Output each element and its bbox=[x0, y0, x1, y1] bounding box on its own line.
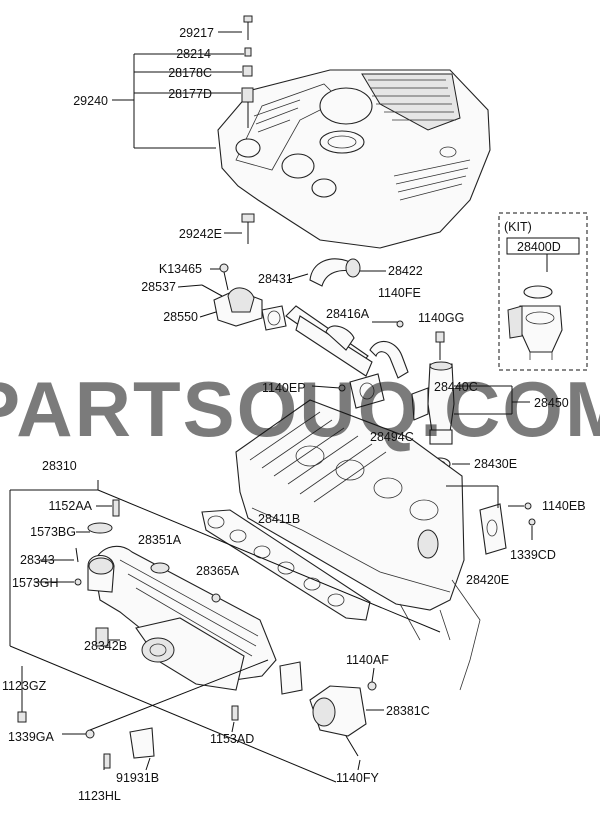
label-28351a: 28351A bbox=[138, 533, 182, 547]
label-29217: 29217 bbox=[179, 26, 214, 40]
label-1140gg: 1140GG bbox=[418, 311, 464, 325]
kit-title: (KIT) bbox=[504, 220, 532, 234]
label-28494c: 28494C bbox=[370, 430, 414, 444]
bracket-28420e bbox=[446, 485, 536, 555]
kit-part-number: 28400D bbox=[517, 240, 561, 254]
label-1573bg: 1573BG bbox=[30, 525, 76, 539]
label-k13465: K13465 bbox=[159, 262, 202, 276]
engine-head bbox=[235, 399, 481, 691]
label-1339ga: 1339GA bbox=[8, 730, 55, 744]
label-1140fy: 1140FY bbox=[336, 771, 380, 785]
label-28430e: 28430E bbox=[474, 457, 517, 471]
watermark: PARTSOUQ.COM bbox=[0, 365, 600, 453]
intake-gasket bbox=[201, 509, 371, 621]
label-29240: 29240 bbox=[73, 94, 108, 108]
throttle-body bbox=[279, 661, 384, 757]
egr-pipe-assembly bbox=[201, 258, 409, 409]
part-labels: 29217 28214 28178C 28177D 29240 29242E K… bbox=[2, 26, 586, 803]
label-1339cd: 1339CD bbox=[510, 548, 556, 562]
label-1140ep: 1140EP bbox=[262, 381, 306, 395]
cover-bolt-stack bbox=[241, 15, 255, 244]
label-1123gz: 1123GZ bbox=[2, 679, 47, 693]
label-1573gh: 1573GH bbox=[12, 576, 59, 590]
label-28450: 28450 bbox=[534, 396, 569, 410]
label-1123hl: 1123HL bbox=[78, 789, 121, 803]
label-28381c: 28381C bbox=[386, 704, 430, 718]
label-1153ad: 1153AD bbox=[210, 732, 254, 746]
label-29242e: 29242E bbox=[179, 227, 222, 241]
label-28416a: 28416A bbox=[326, 307, 370, 321]
label-28343: 28343 bbox=[20, 553, 55, 567]
label-28365a: 28365A bbox=[196, 564, 240, 578]
bracket-28450 bbox=[311, 384, 530, 415]
label-28550: 28550 bbox=[163, 310, 198, 324]
label-28420e: 28420E bbox=[466, 573, 509, 587]
label-28214: 28214 bbox=[176, 47, 211, 61]
label-1140fe: 1140FE bbox=[378, 286, 421, 300]
kit-box bbox=[498, 212, 588, 371]
label-1152aa: 1152AA bbox=[48, 499, 92, 513]
label-1140eb: 1140EB bbox=[542, 499, 586, 513]
engine-cover bbox=[217, 69, 491, 249]
leader-lines-top bbox=[112, 31, 244, 234]
label-91931b: 91931B bbox=[116, 771, 159, 785]
label-28422: 28422 bbox=[388, 264, 423, 278]
label-28411b: 28411B bbox=[258, 512, 300, 526]
label-1140af: 1140AF bbox=[346, 653, 389, 667]
label-28310: 28310 bbox=[42, 459, 77, 473]
label-28440c: 28440C bbox=[434, 380, 478, 394]
label-28537: 28537 bbox=[141, 280, 176, 294]
label-28342b: 28342B bbox=[84, 639, 127, 653]
label-28431: 28431 bbox=[258, 272, 293, 286]
leader-lines-misc bbox=[103, 268, 386, 771]
label-28178c: 28178C bbox=[168, 66, 212, 80]
intake-manifold bbox=[9, 480, 441, 783]
label-28177d: 28177D bbox=[168, 87, 212, 101]
